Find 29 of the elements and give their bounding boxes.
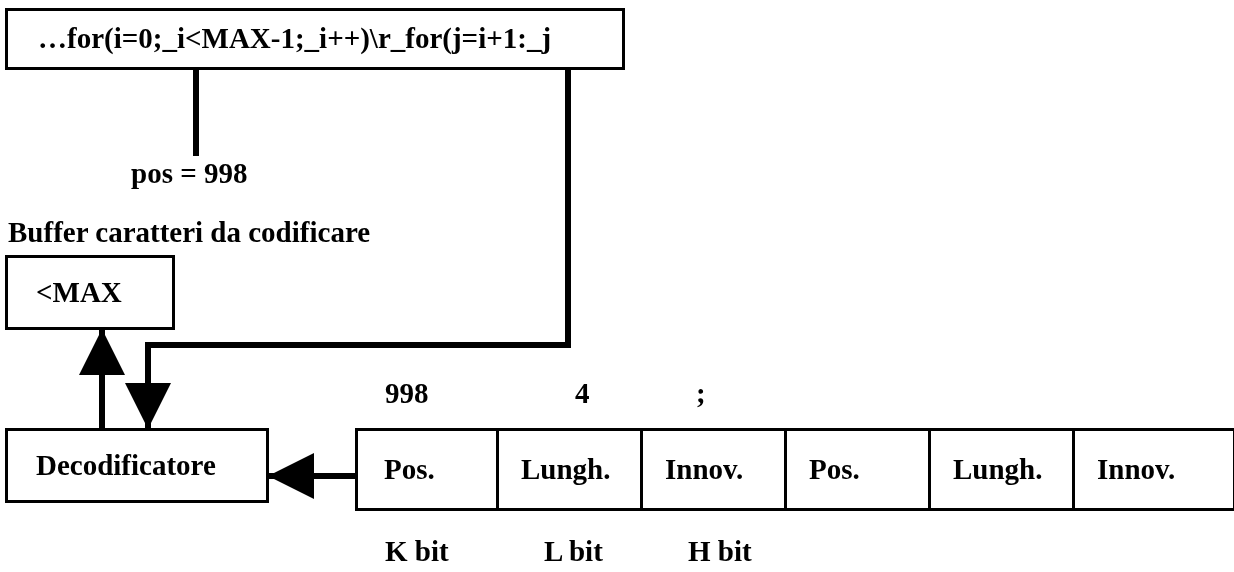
bit-width-label: H bit — [688, 536, 752, 568]
box-label: Lungh. — [521, 453, 611, 486]
decoder-box — [5, 428, 269, 503]
box-label: Decodificatore — [36, 449, 216, 482]
field-cell — [355, 428, 499, 511]
value-label: 998 — [385, 378, 429, 410]
position-label: pos = 998 — [128, 156, 262, 192]
box-label: …for(i=0;_i<MAX-1;_i++)\r_for(j=i+1:_j — [38, 23, 552, 55]
field-cell — [499, 428, 643, 511]
field-cell — [931, 428, 1075, 511]
buffer-box — [5, 255, 175, 330]
code-buffer-box — [5, 8, 625, 70]
value-label: 4 — [575, 378, 590, 410]
box-label: Innov. — [1097, 453, 1176, 486]
field-cell — [643, 428, 787, 511]
value-label: ; — [696, 378, 706, 410]
arrow — [268, 453, 355, 499]
bit-width-label: L bit — [544, 536, 603, 568]
field-cell — [1075, 428, 1234, 511]
bit-width-label: K bit — [385, 536, 449, 568]
arrow — [79, 329, 125, 428]
arrow — [125, 70, 571, 429]
box-label: Innov. — [665, 453, 744, 486]
buffer-caption: Buffer caratteri da codificare — [8, 217, 371, 249]
box-label: <MAX — [36, 276, 122, 309]
box-label: Pos. — [809, 453, 860, 486]
box-label: Lungh. — [953, 453, 1043, 486]
field-cell — [787, 428, 931, 511]
box-label: Pos. — [384, 453, 435, 486]
